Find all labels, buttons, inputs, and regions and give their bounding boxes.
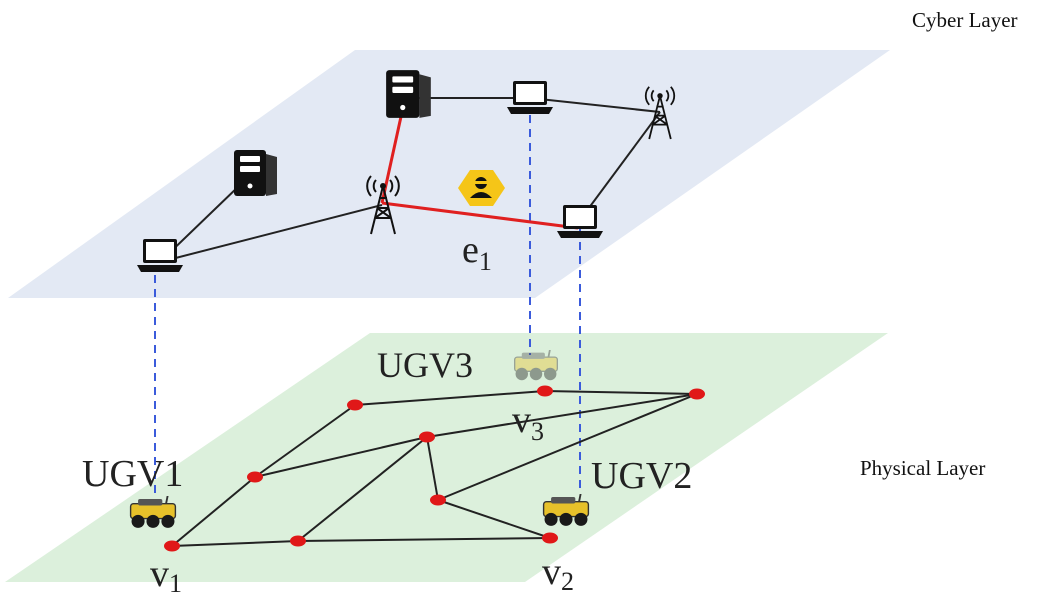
compromised-edge-e1 [381, 201, 579, 230]
physical-edge [354, 390, 546, 406]
physical-vertex [689, 388, 705, 400]
vertex-label-v2-subscript: 2 [561, 567, 574, 596]
physical-vertex [347, 399, 363, 411]
edge-label-e1-letter: e [462, 229, 479, 271]
physical-vertex [430, 494, 446, 506]
cyber-layer-plane [8, 50, 890, 298]
vertex-label-v3: v3 [512, 399, 544, 446]
vertex-label-v2: v2 [542, 551, 574, 596]
physical-vertex-v2 [542, 532, 558, 544]
physical-edge [254, 436, 428, 478]
vertex-label-v2-letter: v [542, 551, 561, 593]
physical-edge [171, 476, 256, 547]
physical-edge [297, 436, 428, 542]
physical-edge [544, 390, 698, 395]
physical-vertex-v3 [537, 385, 553, 397]
attacker-hexagon-icon [458, 170, 505, 206]
physical-vertex [419, 431, 435, 443]
physical-vertex [247, 471, 263, 483]
server-icon [386, 70, 431, 118]
physical-edge [437, 499, 551, 539]
physical-layer-label: Physical Layer [860, 456, 985, 480]
physical-edge [254, 404, 356, 478]
physical-vertex-v1 [164, 540, 180, 552]
physical-edge [297, 537, 551, 542]
laptop-icon [507, 81, 553, 114]
edge-label-e1-subscript: 1 [479, 247, 492, 276]
server-icon [234, 150, 277, 196]
vertex-label-v1-letter: v [150, 553, 169, 595]
cyber-link [579, 111, 661, 221]
physical-edge [171, 540, 299, 547]
robot-label-ugv1: UGV1 [82, 453, 183, 495]
cyber-link [529, 97, 661, 113]
physical-edge [426, 393, 698, 438]
robot-label-ugv3: UGV3 [377, 345, 473, 385]
cyber-layer-label: Cyber Layer [912, 8, 1018, 32]
physical-edge [437, 393, 698, 501]
vertex-label-v3-letter: v [512, 399, 531, 441]
vertex-label-v1-subscript: 1 [169, 569, 182, 596]
edge-label-e1: e1 [462, 229, 492, 276]
vertex-label-v3-subscript: 3 [531, 417, 544, 446]
physical-edge [426, 436, 439, 501]
laptop-icon [557, 205, 603, 238]
laptop-icon [137, 239, 183, 272]
physical-vertex [290, 535, 306, 547]
vertex-label-v1: v1 [150, 553, 182, 596]
cyber-link [159, 204, 383, 263]
robot-label-ugv2: UGV2 [591, 455, 692, 497]
physical-layer-plane [5, 333, 888, 582]
